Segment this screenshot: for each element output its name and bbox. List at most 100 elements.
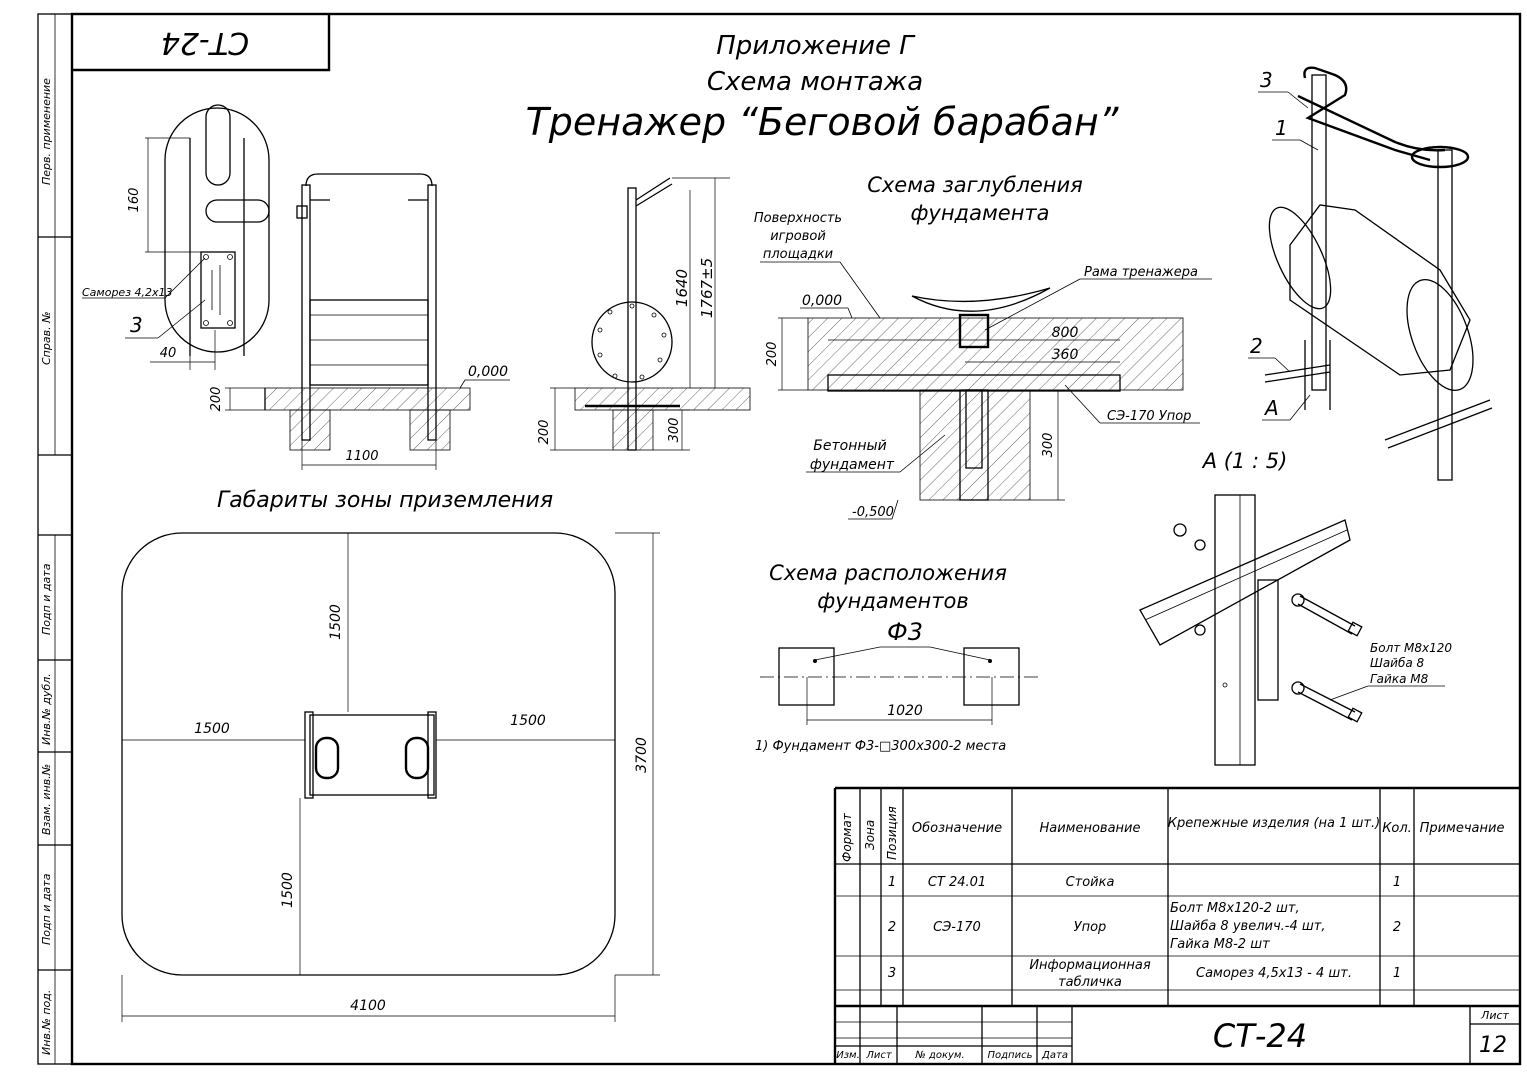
landing-dim-height: 3700: [634, 737, 650, 773]
th-format: Формат: [840, 812, 854, 862]
isometric-view: 3 1 2 А: [1248, 66, 1493, 481]
foundation-note: 1) Фундамент Ф3-□300x300-2 места: [755, 739, 1006, 754]
row1-name: Стойка: [1066, 875, 1115, 890]
title-line3: Тренажер “Беговой барабан”: [526, 100, 1119, 144]
strip-label-vzam: Взам. инв.№: [40, 764, 53, 835]
plate-detail-view: 160 40 Саморез 4,2x13 3: [82, 104, 270, 370]
foundation-layout: Схема расположения фундаментов Ф3 1020 1…: [755, 561, 1040, 754]
iso-pos3: 3: [1260, 68, 1273, 92]
top-code: СТ-24: [161, 25, 249, 60]
depth-dim-360: 360: [1052, 347, 1079, 363]
bolt-label3: Гайка М8: [1370, 672, 1429, 686]
dim-160: 160: [127, 188, 142, 213]
layout-dim-1020: 1020: [887, 703, 923, 719]
surface-text1: Поверхность: [754, 211, 842, 226]
row2-pos: 2: [888, 920, 896, 935]
row2-name: Упор: [1074, 920, 1107, 935]
landing-dim-top: 1500: [328, 604, 344, 640]
depth-dim-800: 800: [1052, 325, 1079, 341]
spec-table: Формат Зона Позиция Обозначение Наименов…: [833, 786, 1520, 1064]
strip-label-podp2: Подп и дата: [40, 873, 53, 945]
stop-label: СЭ-170 Упор: [1107, 409, 1191, 424]
strip-label-sprav: Справ. №: [40, 311, 53, 365]
landing-zone-outline: [121, 532, 616, 976]
side-dim-200: 200: [537, 420, 552, 445]
side-dim-300: 300: [667, 418, 682, 443]
concrete-text2: фундамент: [810, 457, 895, 473]
frame-label: Рама тренажера: [1084, 265, 1198, 280]
th-name: Наименование: [1039, 821, 1140, 836]
front-dim-200: 200: [209, 387, 224, 412]
tb-date: Дата: [1041, 1050, 1068, 1061]
front-dim-1100: 1100: [345, 449, 378, 464]
depth-dim-200: 200: [765, 342, 780, 367]
detail-A: А (1 : 5) Болт М8x120 Шайба 8 Гайка М8: [1139, 449, 1452, 766]
th-pos: Позиция: [885, 806, 899, 860]
layout-title2: фундаментов: [817, 589, 968, 613]
row3-qty: 1: [1393, 966, 1401, 981]
sheet-number: 12: [1479, 1033, 1507, 1058]
depth-level-neg: -0,500: [852, 505, 894, 520]
row3-pos: 3: [888, 966, 896, 981]
row3-name1: Информационная: [1029, 958, 1151, 973]
landing-title: Габариты зоны приземления: [217, 488, 553, 513]
foundation-mark: Ф3: [887, 618, 923, 646]
layout-title1: Схема расположения: [769, 561, 1007, 585]
row2-fastener3: Гайка М8-2 шт: [1170, 937, 1270, 952]
tb-doc: № докум.: [914, 1050, 964, 1061]
title-line1: Приложение Г: [716, 31, 916, 61]
side-view: 1640 1767±5 300 200: [537, 177, 751, 451]
side-strip: Перв. применение Справ. № Подп и дата Ин…: [38, 14, 72, 1064]
sheet-label: Лист: [1480, 1009, 1509, 1022]
th-fasteners: Крепежные изделия (на 1 шт.): [1168, 816, 1380, 831]
title-block: Изм. Лист № докум. Подпись Дата СТ-24 Ли…: [835, 1004, 1520, 1064]
row2-qty: 2: [1393, 920, 1401, 935]
strip-label-podp1: Подп и дата: [40, 563, 53, 635]
row3-name2: табличка: [1058, 975, 1122, 990]
th-designation: Обозначение: [912, 821, 1002, 836]
landing-dim-bottom: 1500: [280, 872, 296, 908]
tb-sign: Подпись: [988, 1050, 1033, 1061]
inner-frame: [70, 12, 1522, 1066]
side-dim-1640: 1640: [673, 269, 691, 307]
pos3-label: 3: [130, 313, 143, 337]
front-view: 200 1100 0,000: [209, 173, 510, 470]
th-qty: Кол.: [1382, 821, 1412, 836]
row1-designation: СТ 24.01: [928, 875, 986, 890]
surface-text2: игровой: [770, 229, 826, 244]
strip-label-inv-dubl: Инв.№ дубл.: [40, 673, 53, 745]
tb-list: Лист: [865, 1050, 893, 1061]
top-code-box: СТ-24: [72, 14, 331, 72]
row2-fastener2: Шайба 8 увелич.-4 шт,: [1170, 919, 1325, 934]
concrete-text1: Бетонный: [813, 438, 886, 454]
iso-pos1: 1: [1275, 116, 1288, 140]
surface-text3: площадки: [763, 247, 833, 262]
landing-dim-right: 1500: [510, 713, 546, 729]
landing-dim-width: 4100: [350, 998, 386, 1014]
iso-markA: А: [1263, 396, 1279, 420]
th-zone: Зона: [863, 820, 877, 850]
depth-dim-300: 300: [1041, 433, 1056, 458]
depth-level0: 0,000: [802, 293, 842, 309]
bottom-code: СТ-24: [1213, 1017, 1307, 1055]
bolt-label2: Шайба 8: [1370, 656, 1425, 670]
th-note: Примечание: [1420, 821, 1505, 836]
side-dim-1767: 1767±5: [698, 258, 716, 318]
depth-title2: фундамента: [910, 201, 1049, 225]
row1-qty: 1: [1393, 875, 1401, 890]
row2-fastener1: Болт М8x120-2 шт,: [1170, 901, 1300, 916]
front-level: 0,000: [468, 364, 508, 380]
tb-izm: Изм.: [836, 1050, 860, 1061]
landing-zone: Габариты зоны приземления 1500 1500 1500…: [121, 488, 660, 1022]
iso-pos2: 2: [1250, 334, 1263, 358]
depth-title1: Схема заглубления: [867, 173, 1083, 197]
title-line2: Схема монтажа: [707, 67, 923, 97]
row1-pos: 1: [888, 875, 896, 890]
depth-scheme: Схема заглубления фундамента Поверхность…: [754, 173, 1212, 520]
row3-fastener: Саморез 4,5x13 - 4 шт.: [1196, 966, 1352, 981]
row2-designation: СЭ-170: [933, 920, 981, 935]
strip-label-inv-pod: Инв.№ под.: [40, 990, 53, 1055]
screw-label: Саморез 4,2x13: [82, 286, 173, 299]
strip-label-perv: Перв. применение: [40, 78, 53, 185]
